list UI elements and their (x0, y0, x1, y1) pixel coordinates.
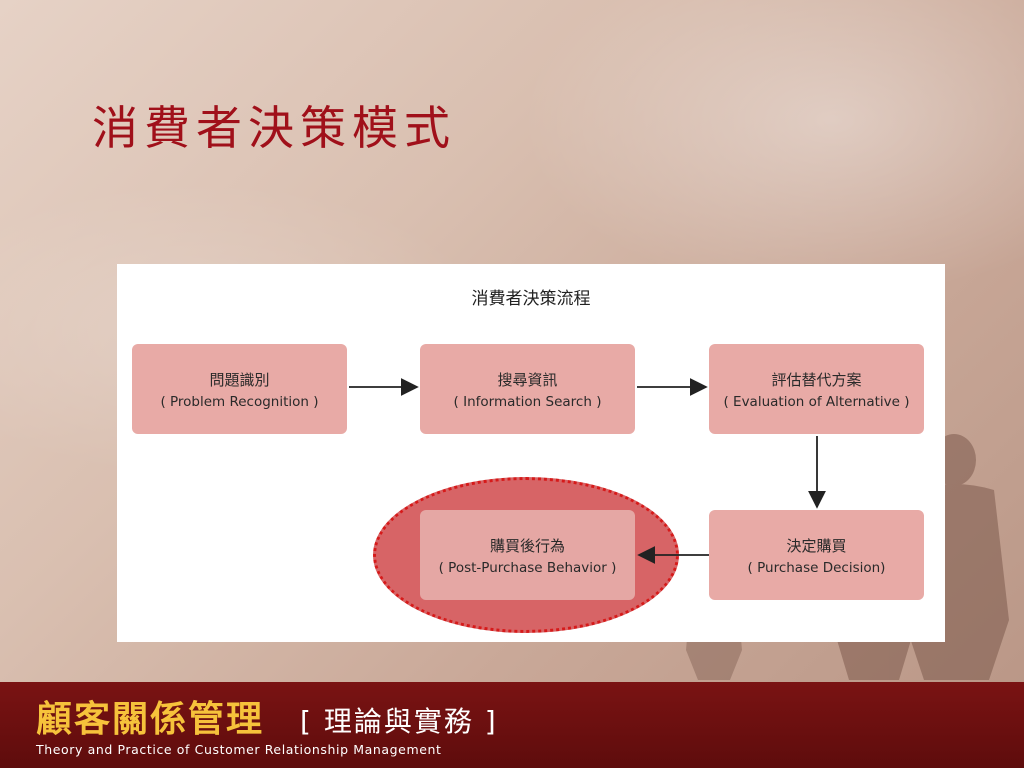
step-problem-recognition: 問題識別 ( Problem Recognition ) (132, 344, 347, 434)
footer-brand-title: 顧客關係管理 (36, 699, 265, 740)
decision-process-diagram: 消費者決策流程 問題識別 ( Problem Recognition ) 搜尋資… (117, 264, 945, 642)
footer-bracket-text: [ 理論與實務 ] (300, 705, 498, 738)
step-label-en: ( Purchase Decision) (747, 559, 886, 576)
step-label-zh: 搜尋資訊 (497, 370, 558, 389)
step-post-purchase-behavior: 購買後行為 ( Post-Purchase Behavior ) (420, 510, 635, 600)
step-label-zh: 決定購買 (786, 536, 847, 555)
step-label-en: ( Evaluation of Alternative ) (723, 393, 910, 410)
background-light (520, 0, 1024, 300)
slide-title: 消費者決策模式 (92, 101, 456, 155)
diagram-title: 消費者決策流程 (471, 289, 591, 309)
step-purchase-decision: 決定購買 ( Purchase Decision) (709, 510, 924, 600)
step-label-zh: 購買後行為 (489, 536, 565, 555)
step-label-en: ( Problem Recognition ) (160, 393, 319, 410)
step-label-en: ( Post-Purchase Behavior ) (438, 559, 617, 576)
flow-arrows (349, 378, 826, 564)
footer-subtitle: Theory and Practice of Customer Relation… (36, 742, 442, 757)
step-label-zh: 問題識別 (209, 370, 270, 389)
step-label-zh: 評估替代方案 (771, 370, 862, 389)
step-information-search: 搜尋資訊 ( Information Search ) (420, 344, 635, 434)
step-label-en: ( Information Search ) (453, 393, 602, 410)
footer-bar: 顧客關係管理 [ 理論與實務 ] Theory and Practice of … (0, 682, 1024, 768)
step-evaluation-of-alternative: 評估替代方案 ( Evaluation of Alternative ) (709, 344, 924, 434)
